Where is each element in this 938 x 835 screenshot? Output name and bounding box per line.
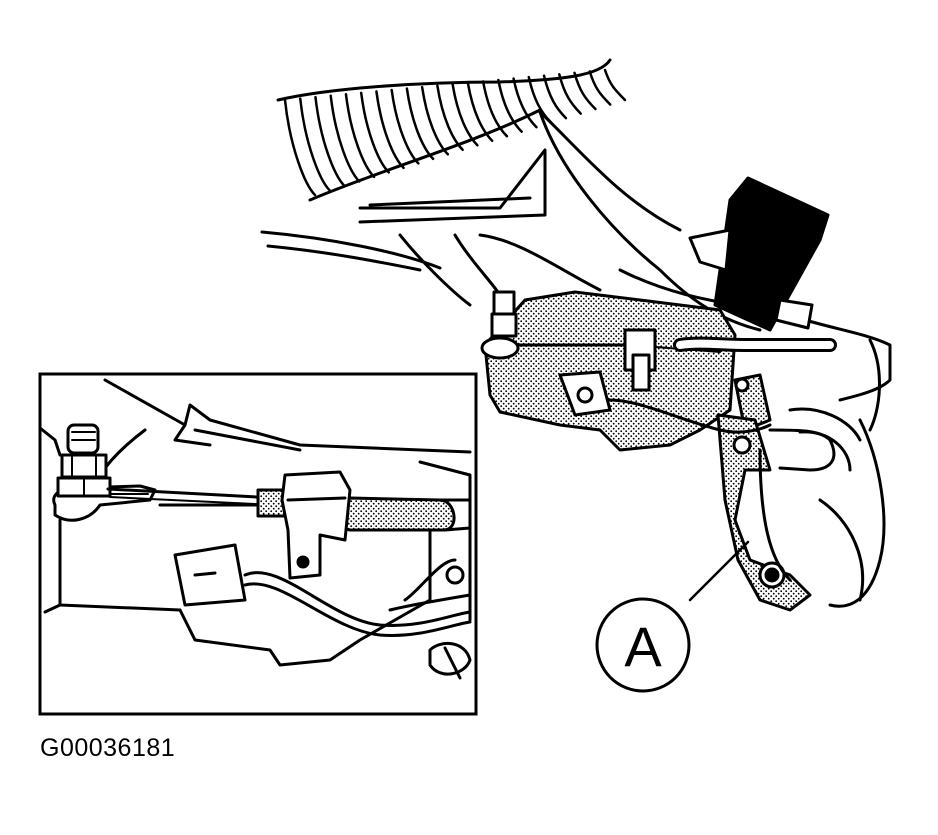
hatch-stroke — [466, 81, 494, 142]
hatch-stroke — [405, 87, 435, 161]
hatch-stroke — [588, 70, 612, 106]
detail-inset — [38, 372, 478, 716]
hatch-stroke — [451, 83, 479, 147]
figure-id-label: G00036181 — [40, 734, 176, 762]
hatch-stroke — [344, 93, 376, 179]
hatch-stroke — [420, 85, 450, 156]
hatch-stroke — [283, 98, 317, 197]
hatch-stroke — [436, 84, 464, 152]
hatch-stroke — [314, 95, 346, 188]
hatch-stroke — [481, 80, 509, 138]
callout-a — [595, 540, 750, 693]
main-view — [260, 58, 892, 693]
hose — [758, 428, 852, 582]
stippled-bracket — [483, 290, 812, 612]
tire-hatching — [276, 58, 627, 202]
hatch-stroke — [512, 77, 538, 129]
hatch-stroke — [390, 88, 420, 165]
hatch-stroke — [573, 71, 597, 111]
callout-label: A — [624, 615, 662, 678]
hatch-stroke — [359, 91, 391, 174]
hatch-stroke — [375, 90, 405, 170]
hatch-stroke — [558, 73, 582, 115]
hatch-stroke — [603, 68, 627, 102]
hatch-stroke — [542, 74, 568, 120]
hatch-stroke — [329, 94, 361, 183]
main-cable — [503, 328, 837, 434]
hatch-stroke — [298, 97, 332, 192]
actuator-block — [688, 176, 830, 332]
hatch-stroke — [497, 78, 523, 133]
main-adjusting-bolt — [480, 290, 520, 360]
frame-lines — [260, 110, 892, 608]
